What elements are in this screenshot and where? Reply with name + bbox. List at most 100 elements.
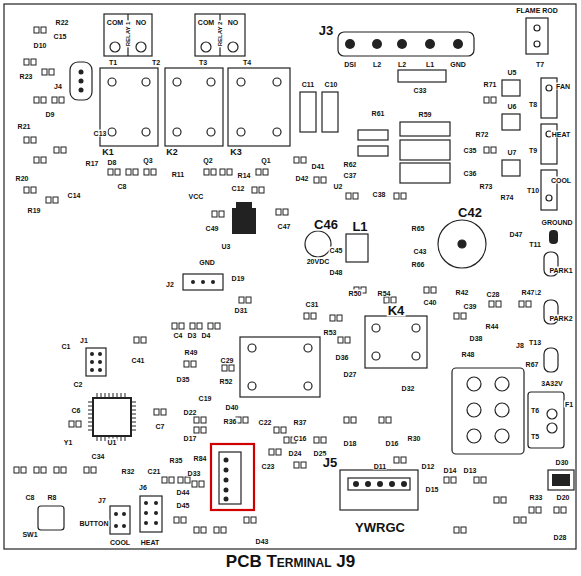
part-label: U1 xyxy=(107,439,118,446)
part-label: R21 xyxy=(17,123,32,130)
part-label: COOL xyxy=(109,539,131,546)
part-label: C15 xyxy=(53,33,68,40)
part-label: T11 xyxy=(528,241,542,248)
part-label: R73 xyxy=(479,183,494,190)
part-label: C19 xyxy=(198,395,213,402)
part-label: GND xyxy=(198,259,216,266)
part-label: J1 xyxy=(79,337,89,344)
part-label: 20VDC xyxy=(306,258,331,265)
part-label: D4 xyxy=(201,332,212,339)
part-label: J5 xyxy=(322,456,338,469)
part-label: R17 xyxy=(85,160,100,167)
part-label: R36 xyxy=(223,418,238,425)
part-label: C4 xyxy=(173,332,184,339)
part-label: K4 xyxy=(387,304,406,317)
part-label: R66 xyxy=(411,261,426,268)
part-label: C11 xyxy=(301,81,315,88)
part-label: C40 xyxy=(423,299,438,306)
part-label: COM xyxy=(197,19,215,26)
part-label: D27 xyxy=(343,371,358,378)
part-label: R67 xyxy=(525,361,540,368)
part-label: R32 xyxy=(121,468,136,475)
part-label: R52 xyxy=(219,378,234,385)
part-label: VCC xyxy=(188,193,205,200)
part-label: R14 xyxy=(237,172,252,179)
part-label: U6 xyxy=(507,103,518,110)
part-label: C37 xyxy=(343,172,358,179)
part-label: T7 xyxy=(535,61,545,68)
part-label: C46 xyxy=(313,218,339,231)
part-label: C35 xyxy=(463,147,478,154)
part-label: C22 xyxy=(258,419,273,426)
part-label: D36 xyxy=(335,354,350,361)
part-label: C7 xyxy=(155,423,166,430)
part-label: D28 xyxy=(553,534,568,541)
part-label: D22 xyxy=(183,409,198,416)
part-label: C38 xyxy=(372,191,387,198)
part-label: D47 xyxy=(509,231,524,238)
part-label: HEAT xyxy=(140,539,161,546)
part-label: C45 xyxy=(329,247,344,254)
part-label: COM xyxy=(106,19,124,26)
part-label: R74 xyxy=(500,194,515,201)
part-label: C1 xyxy=(61,343,72,350)
part-label: NO xyxy=(135,19,148,26)
part-label: R47 xyxy=(521,289,536,296)
part-label: R62 xyxy=(343,161,358,168)
part-label: U3 xyxy=(221,243,232,250)
part-label: R59 xyxy=(418,111,433,118)
part-label: D13 xyxy=(463,467,478,474)
part-label: C42 xyxy=(457,206,483,219)
part-label: C14 xyxy=(67,192,82,199)
part-label: K3 xyxy=(229,148,243,157)
part-label: T4 xyxy=(242,59,252,66)
part-label: R71 xyxy=(483,81,498,88)
part-label: R11 xyxy=(171,171,185,178)
part-label: RELAY 2 xyxy=(217,21,223,48)
part-label: PARK2 xyxy=(548,315,573,322)
part-label: D16 xyxy=(385,440,400,447)
part-label: C43 xyxy=(413,248,428,255)
part-label: R48 xyxy=(461,351,476,358)
part-label: D42 xyxy=(295,175,310,182)
part-label: D20 xyxy=(556,494,571,501)
part-label: C8 xyxy=(25,494,36,501)
part-label: D17 xyxy=(183,435,198,442)
part-label: R49 xyxy=(184,349,199,356)
part-label: D15 xyxy=(425,486,440,493)
part-label: L2 xyxy=(397,61,407,68)
part-label: T9 xyxy=(528,147,538,154)
part-label: C49 xyxy=(205,225,220,232)
part-label: C31 xyxy=(305,301,320,308)
part-label: YWRGC xyxy=(354,521,406,534)
part-label: J7 xyxy=(97,497,107,504)
part-label: C33 xyxy=(413,87,428,94)
part-label: SW1 xyxy=(21,531,38,538)
part-label: C29 xyxy=(220,357,235,364)
highlight-box xyxy=(211,444,254,510)
part-label: D19 xyxy=(231,275,246,282)
caption: PCB Terminal J9 xyxy=(0,552,581,572)
part-label: FAN xyxy=(555,83,571,90)
part-label: U5 xyxy=(507,69,518,76)
part-label: T13 xyxy=(528,339,542,346)
part-label: GND xyxy=(449,61,467,68)
part-label: D14 xyxy=(443,467,458,474)
part-label: C13 xyxy=(93,130,108,137)
part-label: PARK1 xyxy=(548,267,573,274)
part-label: J6 xyxy=(138,484,148,491)
part-label: R37 xyxy=(293,419,308,426)
part-label: DSI xyxy=(343,61,357,68)
part-label: T3 xyxy=(198,59,208,66)
part-label: T10 xyxy=(526,187,540,194)
part-label: D48 xyxy=(329,269,344,276)
part-label: Q2 xyxy=(202,157,213,164)
part-label: L2 xyxy=(372,61,382,68)
part-label: D35 xyxy=(176,376,191,383)
part-label: J3 xyxy=(318,24,334,37)
part-label: D3 xyxy=(187,332,198,339)
part-label: R50 xyxy=(348,290,363,297)
part-label: J2 xyxy=(165,281,175,288)
part-label: D44 xyxy=(176,489,191,496)
part-label: C36 xyxy=(463,170,478,177)
